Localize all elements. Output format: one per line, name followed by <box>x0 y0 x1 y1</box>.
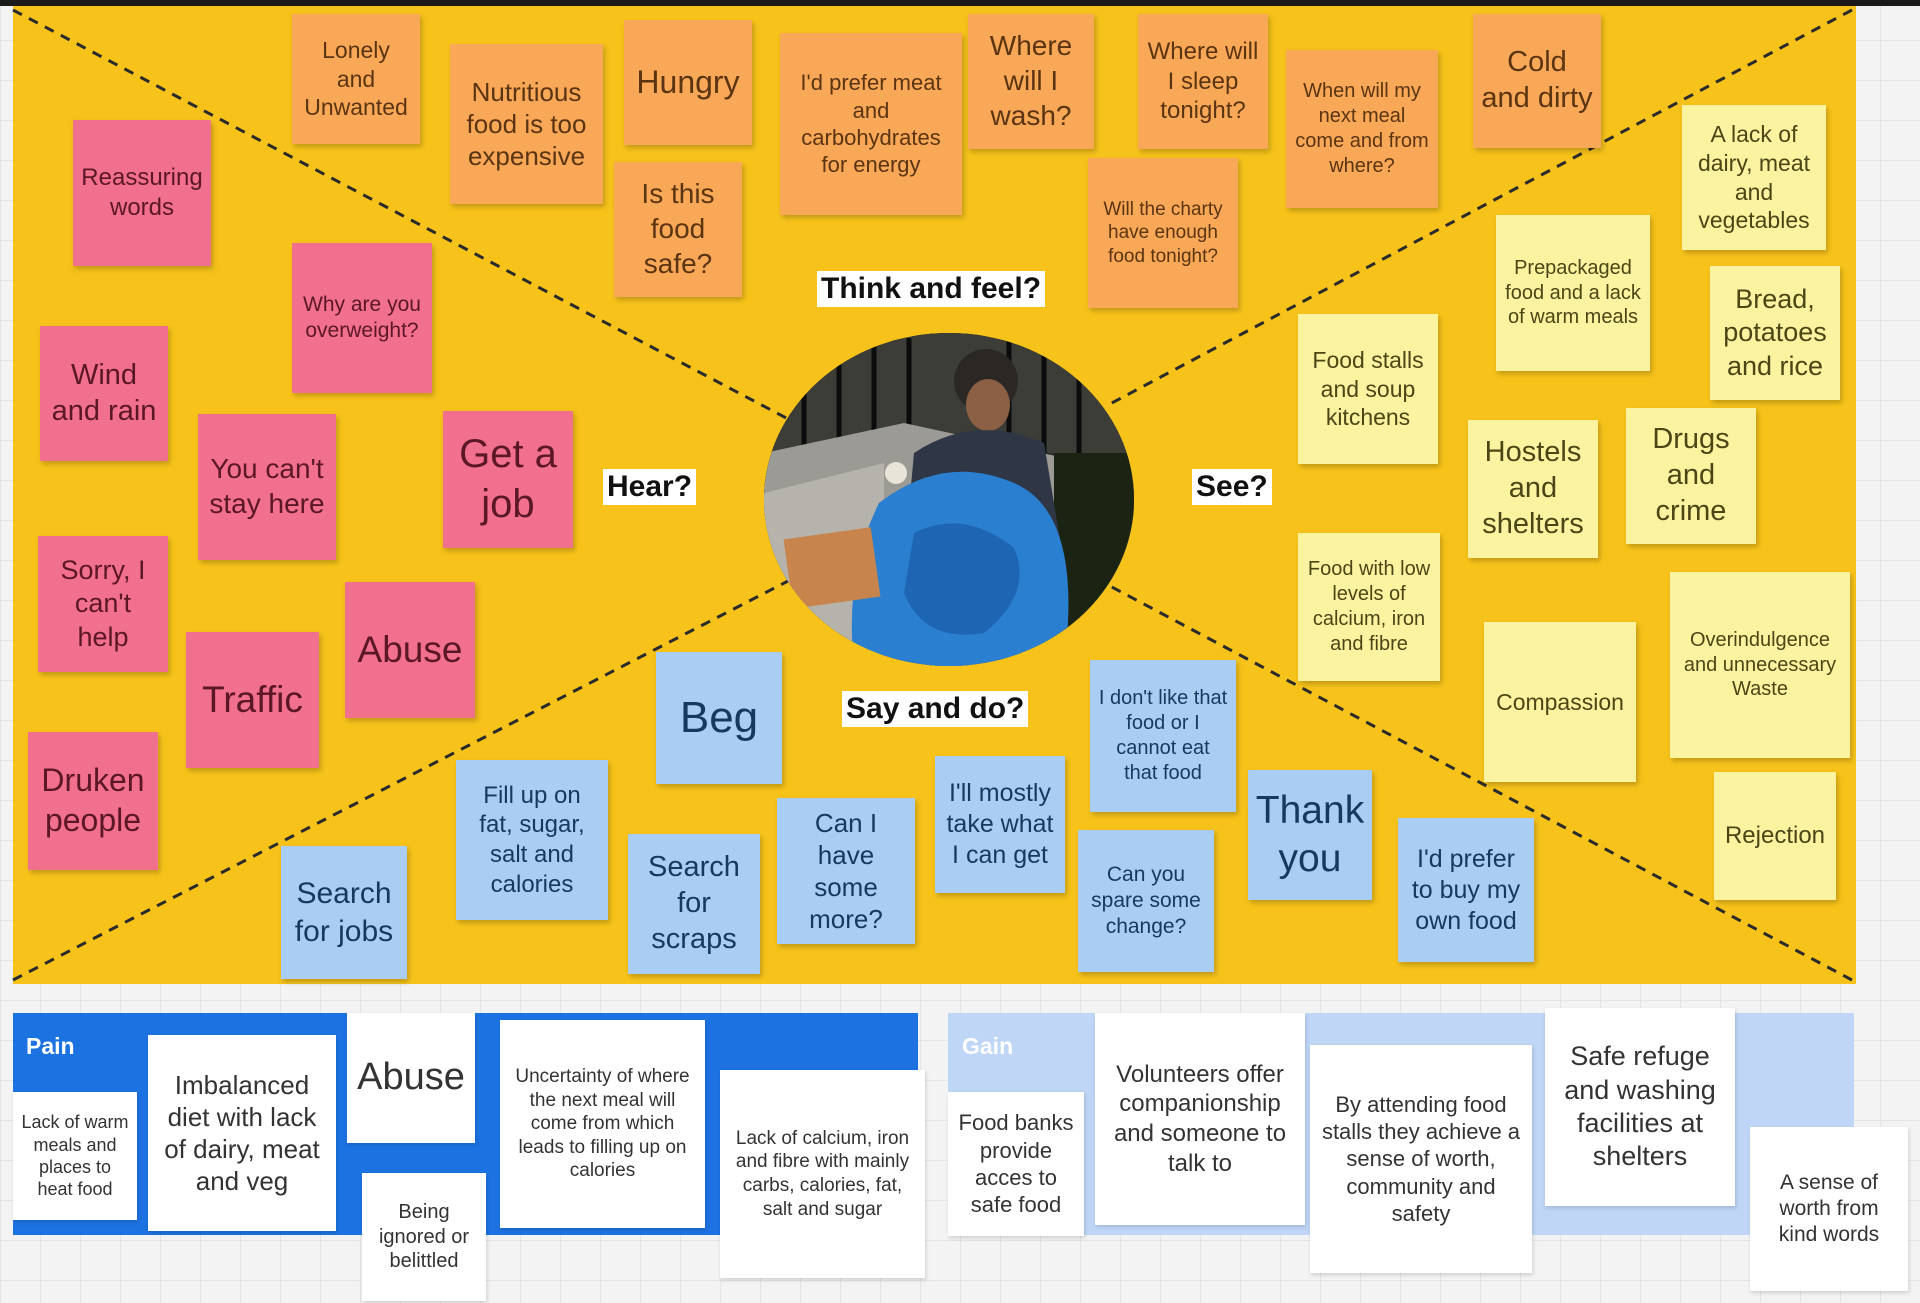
pain-note[interactable]: Lack of warm meals and places to heat fo… <box>13 1092 137 1220</box>
hear-note[interactable]: Sorry, I can't help <box>38 536 168 672</box>
see-note[interactable]: A lack of dairy, meat and vegetables <box>1682 105 1826 250</box>
think-note[interactable]: I'd prefer meat and carbohydrates for en… <box>780 33 962 215</box>
hear-note[interactable]: Traffic <box>186 632 319 768</box>
say-note[interactable]: I don't like that food or I cannot eat t… <box>1090 660 1236 812</box>
say-note[interactable]: Search for scraps <box>628 834 760 974</box>
say-note[interactable]: Beg <box>656 652 782 784</box>
top-border <box>0 0 1920 6</box>
say-note[interactable]: Can I have some more? <box>777 798 915 944</box>
think-note[interactable]: Hungry <box>624 20 752 145</box>
pain-note[interactable]: Uncertainty of where the next meal will … <box>500 1020 705 1228</box>
gain-note[interactable]: Safe refuge and washing facilities at sh… <box>1545 1008 1735 1206</box>
think-and-feel-label: Think and feel? <box>817 271 1046 307</box>
think-note[interactable]: When will my next meal come and from whe… <box>1286 50 1438 208</box>
hear-note[interactable]: Reassuring words <box>73 120 211 266</box>
say-and-do-label: Say and do? <box>842 691 1029 727</box>
think-note[interactable]: Where will I sleep tonight? <box>1138 14 1268 149</box>
see-note[interactable]: Food with low levels of calcium, iron an… <box>1298 533 1440 681</box>
see-note[interactable]: Food stalls and soup kitchens <box>1298 314 1438 464</box>
hear-label: Hear? <box>603 469 697 505</box>
think-note[interactable]: Lonely and Unwanted <box>292 14 420 144</box>
see-note[interactable]: Rejection <box>1714 772 1836 900</box>
see-note[interactable]: Compassion <box>1484 622 1636 782</box>
see-note[interactable]: Hostels and shelters <box>1468 420 1598 558</box>
say-note[interactable]: I'll mostly take what I can get <box>935 756 1065 893</box>
think-note[interactable]: Where will I wash? <box>968 14 1094 149</box>
think-note[interactable]: Will the charty have enough food tonight… <box>1088 158 1238 308</box>
pain-note[interactable]: Being ignored or belittled <box>362 1173 486 1301</box>
think-note[interactable]: Nutritious food is too expensive <box>450 44 603 204</box>
hear-note[interactable]: Druken people <box>28 732 158 870</box>
hear-note[interactable]: Get a job <box>443 411 573 548</box>
say-note[interactable]: Can you spare some change? <box>1078 830 1214 972</box>
think-note[interactable]: Cold and dirty <box>1473 14 1601 148</box>
think-note[interactable]: Is this food safe? <box>614 162 742 297</box>
say-note[interactable]: I'd prefer to buy my own food <box>1398 818 1534 962</box>
see-note[interactable]: Bread, potatoes and rice <box>1710 266 1840 400</box>
see-note[interactable]: Prepackaged food and a lack of warm meal… <box>1496 215 1650 371</box>
hear-note[interactable]: You can't stay here <box>198 414 336 560</box>
see-label: See? <box>1192 469 1272 505</box>
gain-note[interactable]: By attending food stalls they achieve a … <box>1310 1045 1532 1273</box>
homeless-person-photo <box>764 333 1134 666</box>
hear-note[interactable]: Abuse <box>345 582 475 718</box>
gain-note[interactable]: A sense of worth from kind words <box>1750 1127 1908 1291</box>
gain-note[interactable]: Food banks provide acces to safe food <box>948 1092 1084 1236</box>
say-note[interactable]: Search for jobs <box>281 846 407 979</box>
pain-label: Pain <box>26 1033 75 1059</box>
say-note[interactable]: Thank you <box>1248 770 1372 900</box>
pain-note[interactable]: Abuse <box>347 1013 475 1143</box>
say-note[interactable]: Fill up on fat, sugar, salt and calories <box>456 760 608 920</box>
gain-note[interactable]: Volunteers offer companionship and someo… <box>1095 1013 1305 1225</box>
hear-note[interactable]: Wind and rain <box>40 326 168 461</box>
hear-note[interactable]: Why are you overweight? <box>292 243 432 393</box>
portrait-illustration <box>764 333 1134 666</box>
pain-note[interactable]: Lack of calcium, iron and fibre with mai… <box>720 1070 925 1278</box>
see-note[interactable]: Drugs and crime <box>1626 408 1756 544</box>
pain-note[interactable]: Imbalanced diet with lack of dairy, meat… <box>148 1035 336 1231</box>
see-note[interactable]: Overindulgence and unnecessary Waste <box>1670 572 1850 758</box>
gain-label: Gain <box>962 1033 1014 1059</box>
